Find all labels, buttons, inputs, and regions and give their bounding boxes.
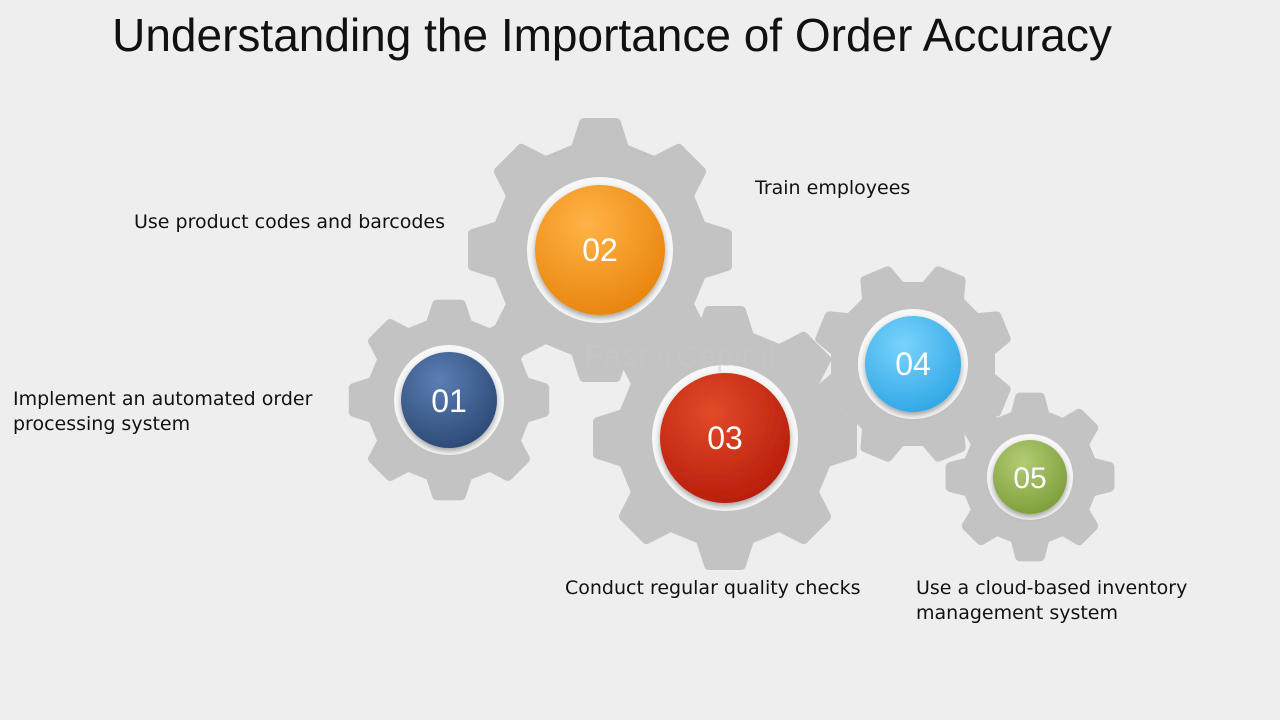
step-03-label: Conduct regular quality checks bbox=[565, 577, 861, 599]
step-05-label: Use a cloud-based inventory management s… bbox=[916, 577, 1188, 624]
step-02-label: Use product codes and barcodes bbox=[134, 211, 446, 233]
step-05-number: 05 bbox=[1013, 462, 1046, 495]
step-02-circle: 02 bbox=[527, 177, 673, 323]
step-02-disc bbox=[535, 185, 665, 315]
step-04-circle: 04 bbox=[858, 309, 968, 419]
step-03-disc bbox=[660, 373, 790, 503]
step-04-label: Train employees bbox=[755, 177, 911, 199]
step-05-circle: 05 bbox=[987, 434, 1073, 520]
step-01-circle: 01 bbox=[394, 345, 504, 455]
step-01-disc bbox=[401, 352, 497, 448]
step-03-circle: 03 bbox=[652, 365, 798, 511]
step-04-number: 04 bbox=[895, 346, 931, 382]
watermark: FasterCapital bbox=[585, 340, 777, 373]
step-03-number: 03 bbox=[707, 420, 743, 456]
page-title: Understanding the Importance of Order Ac… bbox=[112, 9, 1112, 61]
step-01-label: Implement an automated order processing … bbox=[13, 388, 313, 435]
step-02-number: 02 bbox=[582, 232, 618, 268]
step-04-disc bbox=[865, 316, 961, 412]
step-05-disc bbox=[993, 440, 1067, 514]
step-01-number: 01 bbox=[431, 383, 467, 419]
